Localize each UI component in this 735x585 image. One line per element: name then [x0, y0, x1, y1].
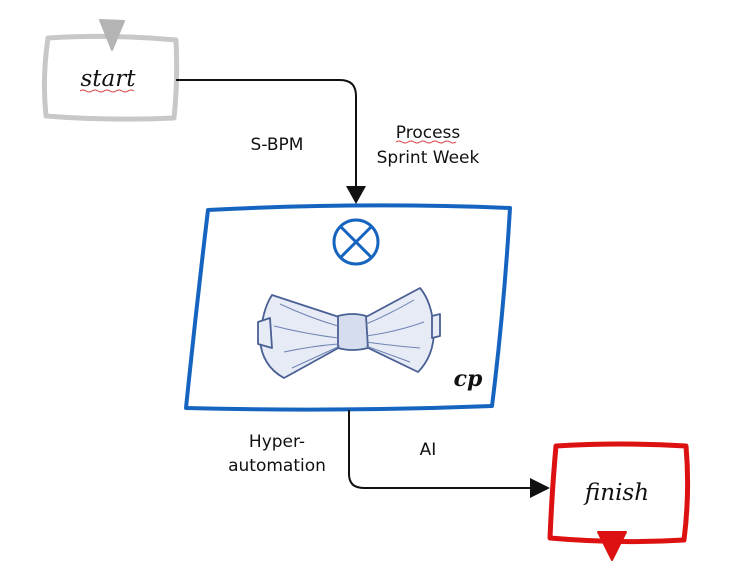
bow-tie-icon	[257, 287, 441, 379]
start-node[interactable]: start	[41, 19, 180, 122]
gateway-circle-x-icon	[332, 218, 380, 266]
process-mark-cp: cp	[454, 366, 483, 392]
label-process-line1: Process	[396, 123, 461, 143]
start-entry-arrow-icon	[99, 19, 125, 51]
finish-box	[547, 441, 691, 545]
finish-label: finish	[583, 480, 649, 506]
process-node[interactable]: cp	[184, 203, 512, 412]
label-ai: AI	[420, 440, 437, 460]
start-box	[41, 33, 180, 122]
connector-start-to-process	[176, 79, 357, 188]
label-hyper-line1: Hyper-	[249, 432, 305, 452]
label-process-line2: Sprint Week	[377, 148, 480, 168]
start-label: start	[81, 66, 137, 92]
start-spellcheck-underline	[79, 89, 135, 93]
connector-finish-arrowhead-icon	[530, 478, 550, 498]
finish-node[interactable]: finish	[547, 441, 691, 561]
label-hyper-line2: automation	[228, 456, 326, 476]
label-s-bpm: S-BPM	[251, 135, 304, 155]
process-spellcheck-underline	[395, 140, 457, 144]
finish-exit-arrow-icon	[597, 531, 627, 561]
connector-process-to-finish	[348, 410, 532, 489]
connector-start-arrowhead-icon	[346, 186, 366, 204]
